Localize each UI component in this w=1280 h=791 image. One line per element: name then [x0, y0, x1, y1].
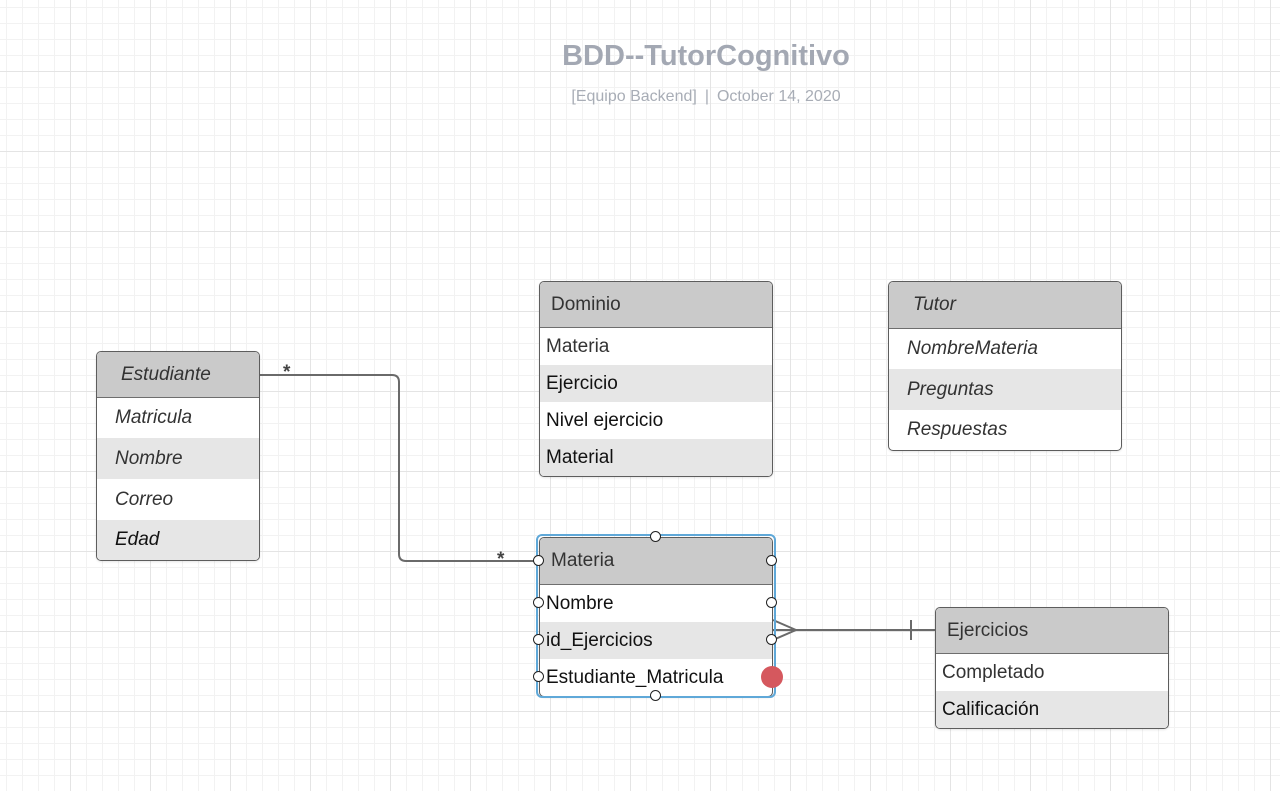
connection-handle-right-3[interactable]: [766, 634, 777, 645]
connection-handle-left-4[interactable]: [533, 671, 544, 682]
cardinality-materia: *: [497, 549, 505, 570]
field-ejercicio[interactable]: Ejercicio: [540, 365, 772, 402]
field-preguntas[interactable]: Preguntas: [889, 369, 1121, 410]
entity-dominio[interactable]: Dominio Materia Ejercicio Nivel ejercici…: [539, 281, 773, 477]
connection-handle-right-2[interactable]: [766, 597, 777, 608]
field-material[interactable]: Material: [540, 439, 772, 476]
connection-handle-left-1[interactable]: [533, 555, 544, 566]
connector-materia-ejercicios[interactable]: [772, 619, 935, 641]
entity-ejercicios[interactable]: Ejercicios Completado Calificación: [935, 607, 1169, 729]
field-nombre[interactable]: Nombre: [97, 438, 259, 479]
field-completado[interactable]: Completado: [942, 661, 1045, 683]
entity-dominio-header[interactable]: Dominio: [540, 282, 772, 328]
field-materia-nombre[interactable]: Nombre: [546, 592, 614, 614]
field-nivel-ejercicio[interactable]: Nivel ejercicio: [546, 409, 664, 431]
document-date: October 14, 2020: [716, 88, 841, 105]
entity-materia-header[interactable]: Materia: [540, 538, 772, 585]
document-title: BDD--TutorCognitivo: [562, 40, 850, 72]
entity-tutor[interactable]: Tutor NombreMateria Preguntas Respuestas: [888, 281, 1122, 451]
entity-estudiante-header[interactable]: Estudiante: [97, 352, 259, 398]
field-calificacion[interactable]: Calificación: [936, 691, 1168, 728]
connection-handle-right-1[interactable]: [766, 555, 777, 566]
field-correo[interactable]: Correo: [115, 488, 174, 510]
field-estudiante-matricula[interactable]: Estudiante_Matricula: [546, 666, 724, 688]
resize-handle-top[interactable]: [650, 531, 661, 542]
field-id-ejercicios[interactable]: id_Ejercicios: [540, 622, 772, 659]
connection-handle-left-3[interactable]: [533, 634, 544, 645]
entity-estudiante[interactable]: Estudiante Matricula Nombre Correo Edad: [96, 351, 260, 561]
field-dominio-materia[interactable]: Materia: [546, 335, 610, 357]
entity-materia[interactable]: Materia Nombre id_Ejercicios Estudiante_…: [539, 537, 773, 697]
connector-estudiante-materia[interactable]: [260, 374, 538, 562]
cardinality-estudiante: *: [283, 362, 291, 383]
field-nombremateria[interactable]: NombreMateria: [907, 338, 1038, 359]
subtitle-separator: |: [704, 88, 709, 105]
connection-handle-left-2[interactable]: [533, 597, 544, 608]
connection-handle-active[interactable]: [761, 666, 783, 688]
resize-handle-bottom[interactable]: [650, 690, 661, 701]
field-edad[interactable]: Edad: [97, 520, 259, 560]
document-subtitle: [Equipo Backend] | October 14, 2020: [456, 88, 956, 106]
field-matricula[interactable]: Matricula: [115, 407, 193, 428]
entity-ejercicios-header[interactable]: Ejercicios: [936, 608, 1168, 654]
team-label: [Equipo Backend]: [571, 88, 697, 105]
entity-tutor-header[interactable]: Tutor: [889, 282, 1121, 329]
field-respuestas[interactable]: Respuestas: [907, 419, 1008, 440]
